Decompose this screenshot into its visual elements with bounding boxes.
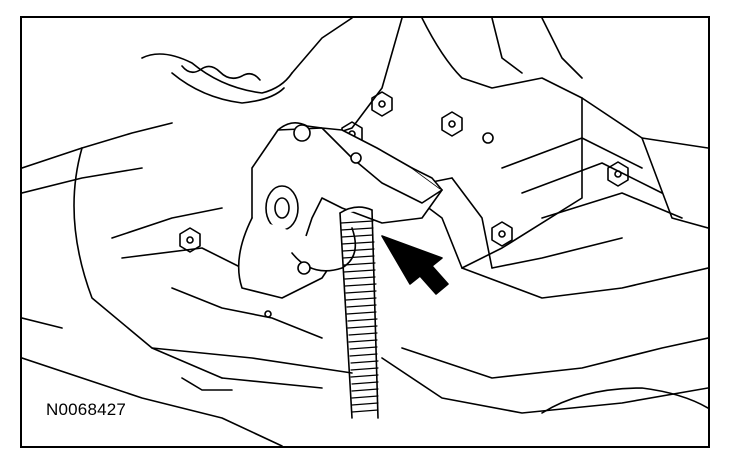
illustration-frame: N0068427 (20, 16, 710, 448)
arrow-icon (381, 235, 449, 295)
figure-id-label: N0068427 (44, 400, 129, 420)
transmission-housing (141, 18, 708, 414)
threaded-rod (339, 206, 379, 419)
engine-block (22, 122, 353, 446)
engine-mount-bracket (237, 122, 443, 299)
engine-mount-illustration (22, 18, 708, 446)
